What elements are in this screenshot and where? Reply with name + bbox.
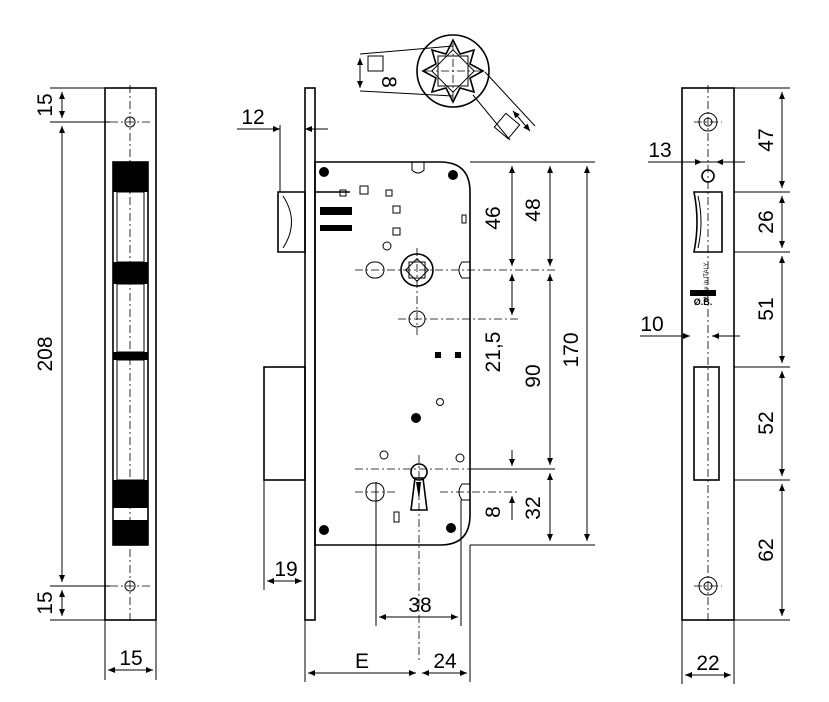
- fixing-hole: [408, 310, 426, 328]
- label-90: 90: [522, 364, 545, 387]
- label-strike-62: 62: [755, 538, 778, 561]
- label-front-width: 15: [119, 647, 142, 670]
- screw-head: [446, 523, 456, 533]
- label-spindle-8: 8: [377, 76, 400, 88]
- label-front-height: 208: [34, 336, 57, 371]
- spindle-detail-hub: [416, 34, 490, 108]
- label-8-key: 8: [482, 506, 505, 518]
- front-view: 15 208 15 15: [34, 85, 157, 680]
- label-front-top: 15: [34, 93, 57, 116]
- screw-head: [319, 525, 329, 535]
- square-7: [493, 112, 521, 140]
- side-latch: [277, 191, 306, 253]
- side-view: 12 46 48 170 90 21,5 8 32 19 38 E 24: [237, 87, 595, 682]
- label-strike-10: 10: [640, 313, 663, 336]
- label-48: 48: [522, 198, 545, 221]
- label-170: 170: [560, 332, 583, 367]
- screw-head: [448, 170, 458, 180]
- svg-text:Made in ITALY: Made in ITALY: [704, 263, 710, 302]
- label-strike-47: 47: [755, 128, 778, 151]
- side-deadbolt: [263, 366, 306, 481]
- front-bolt-window: [116, 359, 145, 481]
- side-lock-body: [314, 161, 471, 546]
- keyhole: [410, 463, 428, 481]
- label-strike-26: 26: [755, 210, 778, 233]
- strike-bolt-window: [693, 366, 720, 481]
- label-strike-52: 52: [755, 411, 778, 434]
- square-8: [367, 55, 384, 72]
- front-latch-top: [113, 162, 148, 192]
- front-latch-window: [116, 191, 145, 263]
- label-strike-13: 13: [648, 139, 671, 162]
- screw-head: [319, 167, 329, 177]
- label-21-5: 21,5: [482, 332, 505, 373]
- label-side-offset: 12: [241, 106, 264, 129]
- front-top-screw-hole: [124, 116, 136, 128]
- screw-head: [411, 413, 421, 423]
- front-bolt-bottom: [113, 480, 148, 508]
- label-19: 19: [274, 558, 297, 581]
- front-lower-block: [113, 520, 148, 545]
- front-separator: [113, 352, 148, 360]
- spindle-star: [421, 38, 485, 104]
- strike-plate-view: Made in ITALY Ø.B. 13 10 47 26 51 52 62: [640, 85, 790, 684]
- side-faceplate: [304, 87, 316, 621]
- label-strike-51: 51: [755, 297, 778, 320]
- svg-text:Ø.B.: Ø.B.: [694, 297, 713, 307]
- front-middle-section: [116, 283, 145, 353]
- front-latch-bottom: [113, 262, 148, 284]
- label-24: 24: [433, 650, 457, 673]
- label-46: 46: [482, 206, 505, 229]
- label-strike-22: 22: [696, 652, 719, 675]
- label-32: 32: [522, 496, 545, 519]
- label-front-bottom: 15: [34, 591, 57, 614]
- front-faceplate: [104, 87, 157, 621]
- label-38: 38: [408, 594, 431, 617]
- maker-stamp: Made in ITALY Ø.B.: [690, 263, 716, 307]
- front-bottom-screw-hole: [124, 580, 136, 592]
- label-backset: E: [355, 650, 369, 673]
- spindle-detail: 8: [357, 34, 536, 141]
- strike-latch-window: [693, 191, 723, 253]
